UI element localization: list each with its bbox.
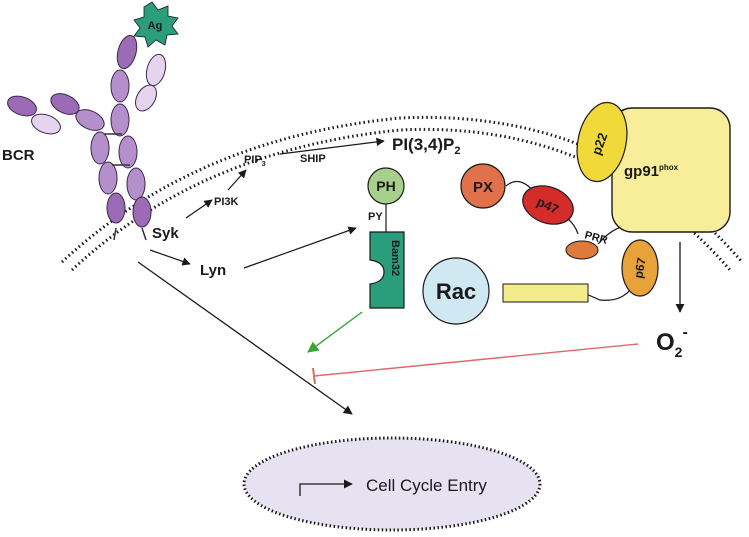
ag-label: Ag <box>148 20 163 32</box>
bam32-protein: PH PY Bam32 <box>367 167 405 309</box>
lyn-label: Lyn <box>200 262 226 279</box>
ph-label: PH <box>376 178 395 194</box>
nucleus: Cell Cycle Entry <box>242 436 542 532</box>
transcription-arrow-icon <box>299 479 353 496</box>
bam32-body <box>369 231 405 309</box>
bam32-activation-arrow <box>307 311 363 353</box>
pip3-to-pi34p2-arrow <box>279 137 385 155</box>
inhibition-bar <box>312 367 316 385</box>
p22-label: p22 <box>589 131 611 157</box>
px-domain <box>460 163 506 209</box>
px-label: PX <box>473 179 493 196</box>
rac-label: Rac <box>436 279 476 304</box>
cell-cycle-label: Cell Cycle Entry <box>366 476 487 495</box>
bcr-label: BCR <box>2 147 35 164</box>
pip3-label: PIP3 <box>244 154 266 168</box>
rac-bar <box>502 283 589 303</box>
p47-subunit <box>522 185 574 225</box>
pi34p2-label: PI(3,4)P2 <box>392 135 460 157</box>
pi3k-label: PI3K <box>214 196 239 208</box>
lyn-to-bam32-arrow <box>243 226 357 269</box>
prr-label: PRR <box>583 229 609 247</box>
rac-protein <box>422 257 490 325</box>
p22-subunit <box>576 101 628 183</box>
nadph-oxidase-complex: PX p47 PRR gp91phox p22 p67 Rac <box>422 101 731 325</box>
superoxide-inhibition-line <box>313 343 639 377</box>
syk-label: Syk <box>152 225 179 242</box>
gp91-label: gp91phox <box>624 163 679 180</box>
syk-to-pi3k-arrow <box>185 199 213 219</box>
antigen: Ag <box>133 1 179 48</box>
ship-label: SHIP <box>300 153 326 165</box>
py-label: PY <box>368 211 383 223</box>
bam32-label: Bam32 <box>389 240 401 276</box>
syk-to-lyn-arrow <box>149 249 191 266</box>
pi3k-to-pip3-arrow <box>227 169 247 191</box>
bcr-receptor <box>7 34 167 241</box>
prr-domain <box>565 240 599 260</box>
bcr-to-nucleus-arrow <box>137 261 353 415</box>
o2-label: O2- <box>656 324 688 360</box>
cell-membrane <box>60 115 744 272</box>
p67-label: p67 <box>631 256 648 279</box>
p67-subunit <box>621 239 659 297</box>
